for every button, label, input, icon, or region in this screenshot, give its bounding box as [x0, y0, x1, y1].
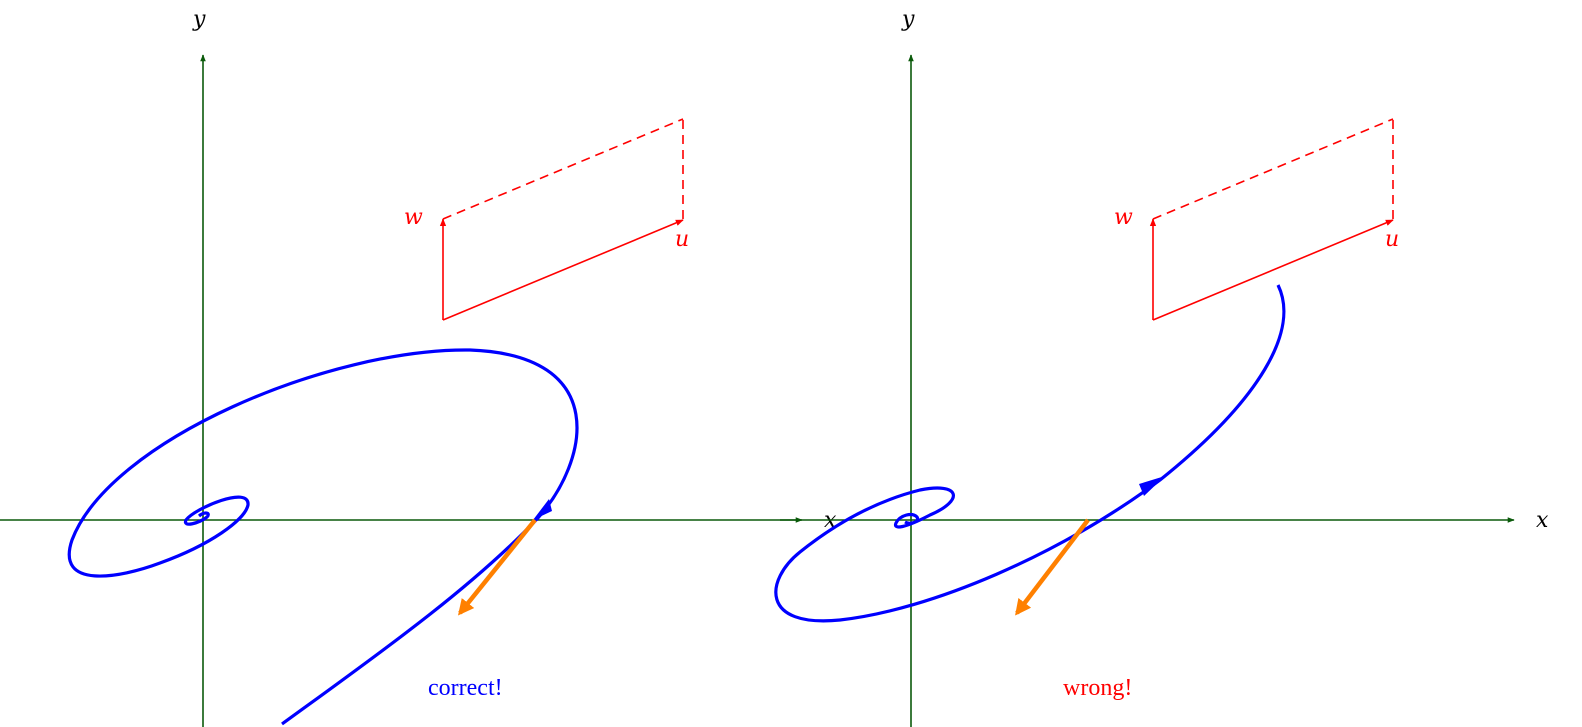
x-axis-label: x	[1536, 508, 1549, 533]
axes-left: x y	[0, 7, 837, 727]
vector-u-label: u	[1385, 227, 1399, 252]
vector-parallelogram-left: u w	[404, 118, 689, 321]
spiral-curve-left	[67, 348, 579, 726]
dashed-edge-top	[1152, 118, 1394, 220]
spiral-path	[67, 348, 579, 726]
axes-right: x y	[780, 7, 1549, 727]
y-axis-label: y	[901, 7, 915, 32]
vector-w-label: w	[404, 205, 423, 230]
spiral-path	[774, 284, 1286, 623]
velocity-vector-right	[1015, 518, 1090, 616]
panel-right: x y u w wrong!	[774, 7, 1549, 727]
vector-w-label: w	[1114, 205, 1133, 230]
vector-u-label: u	[675, 227, 689, 252]
dashed-edge-top	[442, 118, 684, 220]
caption-right: wrong!	[1063, 675, 1132, 701]
panel-left: x y u w correct!	[0, 7, 837, 727]
spiral-direction-arrow	[1139, 476, 1165, 496]
vector-parallelogram-right: u w	[1114, 118, 1399, 321]
vector-u	[442, 219, 684, 321]
vector-u	[1152, 219, 1394, 321]
y-axis-label: y	[192, 7, 206, 32]
caption-left: correct!	[428, 675, 503, 701]
spiral-direction-arrow	[533, 499, 552, 520]
spiral-curve-right	[774, 284, 1286, 623]
velocity-vector-left	[457, 518, 537, 616]
